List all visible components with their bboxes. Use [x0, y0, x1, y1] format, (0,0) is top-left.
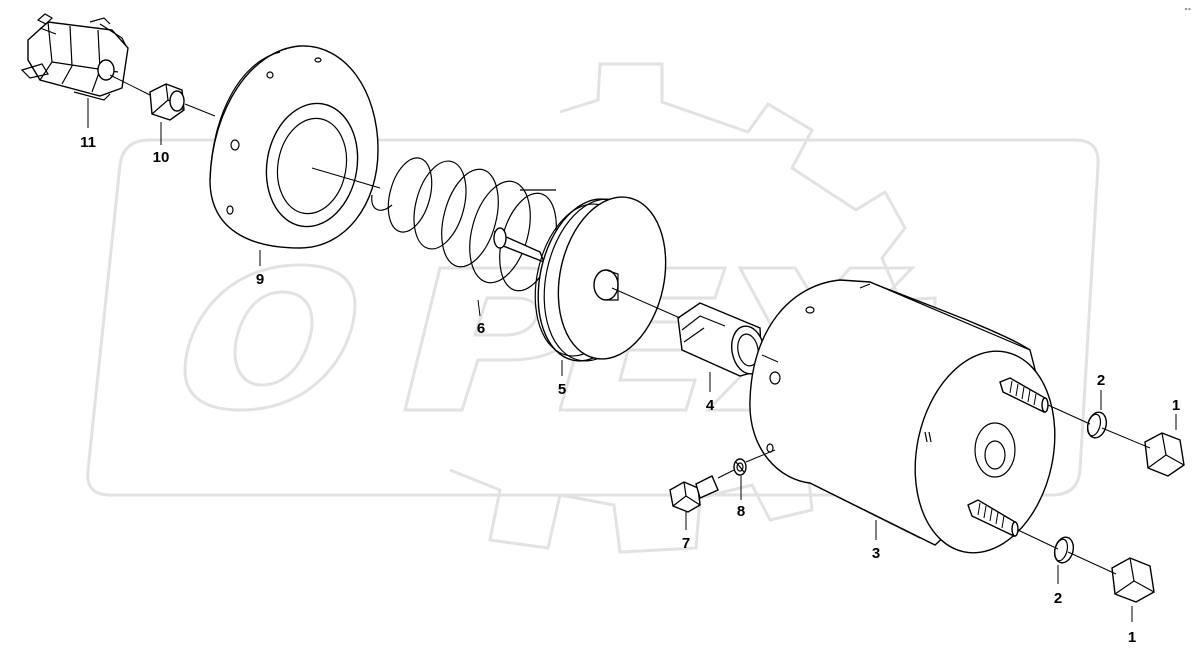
- callout-8: 8: [737, 503, 745, 520]
- housing-stud-lower: [967, 499, 1019, 538]
- part-3-housing: [749, 279, 1056, 554]
- callout-1-upper: 1: [1172, 397, 1180, 414]
- part-1-nut-lower: [1111, 557, 1155, 603]
- callout-labels: 1 1 2 2 3 4 5 6 7 8 9 10 11 e-s: [80, 6, 1190, 646]
- callout-2-lower: 2: [1054, 590, 1062, 607]
- part-2-washer-lower: [1053, 536, 1075, 564]
- callout-9: 9: [256, 271, 264, 288]
- callout-6: 6: [477, 320, 485, 337]
- callout-5: 5: [558, 381, 566, 398]
- callout-1-lower: 1: [1128, 629, 1136, 646]
- callout-7: 7: [682, 535, 690, 552]
- part-1-nut-upper: [1144, 432, 1185, 477]
- part-10-nut: [149, 83, 185, 121]
- part-7-bolt: [669, 475, 719, 513]
- watermark-letter-o: [183, 263, 357, 412]
- part-11-clutch-shoe: [20, 13, 129, 101]
- callout-4: 4: [706, 397, 715, 414]
- part-2-washer-upper: [1086, 411, 1108, 439]
- part-5-movable-plate: [493, 196, 667, 362]
- callout-10: 10: [153, 149, 170, 166]
- corner-mark: e-s: [1185, 6, 1191, 11]
- callout-2-upper: 2: [1097, 372, 1105, 389]
- callout-3: 3: [872, 545, 880, 562]
- housing-stud-upper: [999, 377, 1049, 414]
- leader-lines: [87, 74, 1177, 622]
- part-9-drum: [209, 45, 379, 249]
- watermark-banner: [86, 138, 1100, 497]
- part-8-lock-washer: [733, 458, 747, 476]
- callout-11: 11: [80, 134, 96, 151]
